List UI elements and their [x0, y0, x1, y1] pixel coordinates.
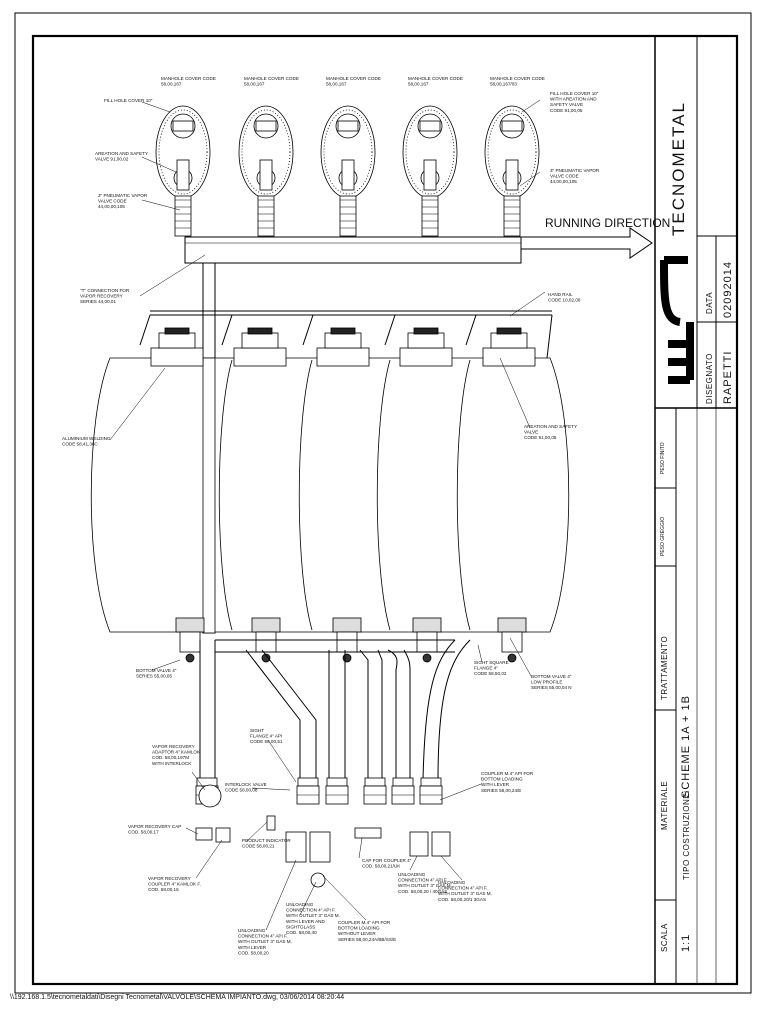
- tipo-costruzione-value: SCHEME 1A + 1B: [680, 695, 692, 798]
- trattamento-label: TRATTAMENTO: [660, 636, 669, 700]
- vapor-adaptor-icon: [198, 784, 222, 808]
- callout-label-fill-hole-left: FILL HOLE COVER 10": [104, 98, 153, 103]
- title-block-text: TECNOMETAL DISEGNATO RAPETTI DATA 020920…: [660, 101, 734, 952]
- tank-hatch: [150, 327, 204, 367]
- tank-hatch: [399, 327, 453, 367]
- callout-label-cap-coupler: CAP FOR COUPLER 4"COD. 58,00,21/UK: [362, 858, 412, 869]
- company-name: TECNOMETAL: [669, 101, 688, 236]
- disegnato-label: DISEGNATO: [705, 353, 714, 404]
- coupler: [363, 777, 387, 805]
- outer-border: [14, 12, 752, 994]
- tipo-costruzione-label: TIPO COSTRUZIONE:: [682, 790, 691, 880]
- manhole-cover: [155, 105, 211, 237]
- peso-greggio-label: PESO GREGGIO: [660, 517, 666, 556]
- title-block: [654, 36, 737, 984]
- peso-finito-label: PESO FINITO: [660, 442, 666, 474]
- manhole-cover: [238, 105, 294, 237]
- tank-hatch: [316, 327, 370, 367]
- bottom-valve: [251, 617, 281, 663]
- coupler: [296, 777, 320, 805]
- bottom-piping: [199, 639, 471, 781]
- tank-hatch: [482, 327, 536, 367]
- data-label: DATA: [705, 292, 714, 314]
- tm-logo: [660, 256, 694, 384]
- data-value: 02092014: [722, 261, 734, 318]
- bottom-valve: [175, 617, 205, 663]
- bottom-valve: [497, 617, 527, 663]
- manhole-cover: [402, 105, 458, 237]
- running-direction-arrow: [521, 227, 653, 259]
- callout-label-bottom-valve-left: BOTTOM VALVE 4"SERIES 55,00,05: [136, 668, 177, 679]
- inner-border: [31, 34, 739, 986]
- leader-lines: [109, 99, 546, 931]
- manhole-cover: [320, 105, 376, 237]
- coupler: [325, 777, 349, 805]
- tank-body: [90, 357, 570, 634]
- hand-rail: [139, 310, 553, 359]
- materiale-label: MATERIALE: [660, 781, 669, 830]
- disegnato-value: RAPETTI: [722, 351, 734, 404]
- file-path-footer: \\192.168.1.5\tecnometaldati\Disegni Tec…: [10, 994, 345, 1001]
- manhole-covers-row: [155, 105, 540, 237]
- tank-top-hatches: [150, 327, 536, 367]
- sight-glass-icon: [310, 872, 326, 888]
- manhole-cover: [484, 105, 540, 237]
- bottom-valves-row: [175, 617, 527, 663]
- coupler: [391, 777, 415, 805]
- scala-value: 1:1: [680, 934, 692, 952]
- coupler: [419, 777, 443, 805]
- scala-label: SCALA: [660, 923, 669, 952]
- bottom-valve: [412, 617, 442, 663]
- tank-hatch: [233, 327, 287, 367]
- accessories: [195, 784, 451, 888]
- running-direction-label: RUNNING DIRECTION: [545, 216, 670, 230]
